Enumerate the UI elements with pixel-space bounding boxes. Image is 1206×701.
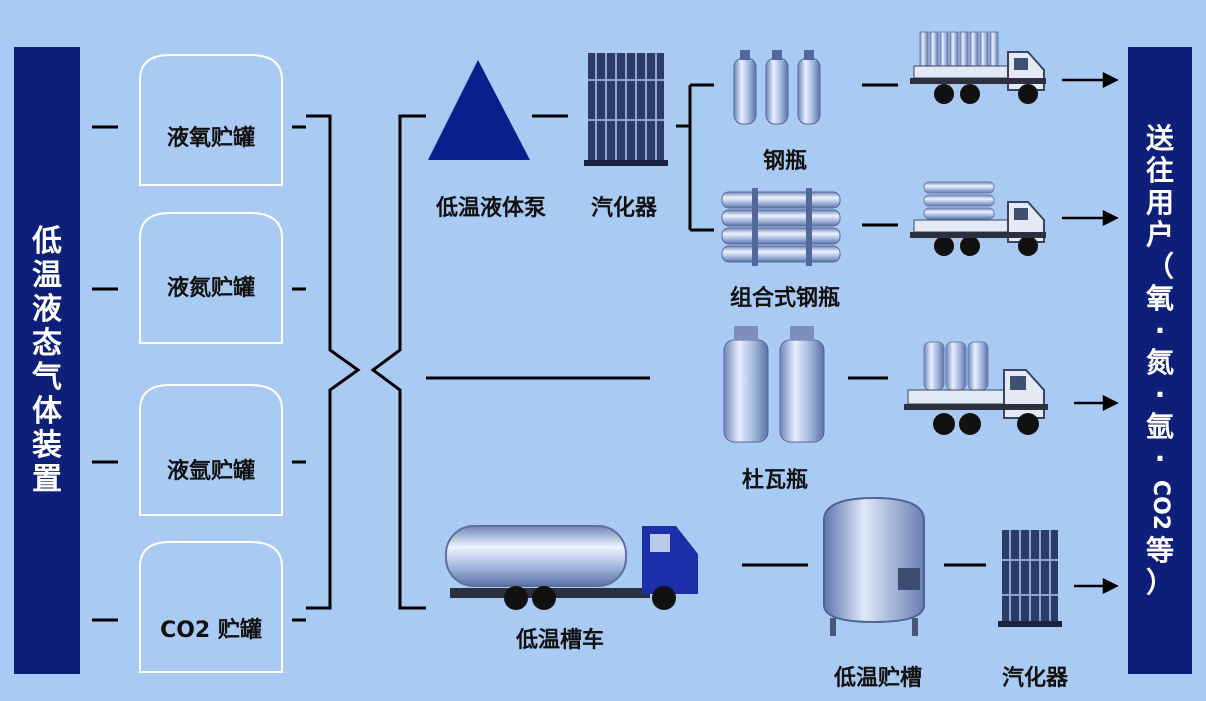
tank-shape-argon [139,384,283,516]
truck-icon-2 [910,181,1046,256]
tank-label-oxygen: 液氧贮罐 [166,126,255,151]
truck-icon-3 [904,341,1048,435]
vaporizer-top-label: 汽化器 [590,196,657,221]
tank-label-argon: 液氩贮罐 [166,459,255,484]
storage-tank-label: 低温贮槽 [833,666,922,691]
source-label-char: 体 [32,393,62,429]
source-label-char: 液 [32,291,62,327]
destination-label-char: 氮 [1145,345,1174,379]
vaporizer-top-icon [584,53,668,166]
storage-tank-shapes [139,54,283,673]
tank-label-co2: CO2 贮罐 [160,618,262,643]
cylinders-icon [733,50,821,125]
destination-label-char: 户 [1145,217,1174,251]
source-label-char: 态 [32,325,62,361]
source-label-char: 气 [32,359,62,395]
tank-shape-oxygen [139,54,283,186]
destination-label-char: 等 [1145,533,1174,567]
tanker-truck-label: 低温槽车 [515,628,604,653]
pump-icon [428,60,530,160]
source-label-char: 温 [32,257,62,293]
source-label-char: 低 [32,223,62,259]
destination-label-char: · [1154,313,1166,347]
tank-label-nitrogen: 液氮贮罐 [166,276,255,301]
destination-label-char: · [1154,377,1166,411]
destination-label-char: （ [1145,249,1174,283]
destination-label-char: 送 [1145,121,1174,155]
truck-icon-1 [910,31,1046,104]
destination-label-char: 氩 [1145,409,1174,443]
source-label-char: 置 [32,461,62,497]
dewar-icon [723,326,825,443]
destination-label-char: 用 [1145,185,1174,219]
pump-label: 低温液体泵 [435,196,546,221]
source-label-char: 装 [32,427,62,463]
cylinder-bank-icon [721,188,841,266]
tank-shape-co2 [139,541,283,673]
destination-label-char: ） [1145,565,1174,599]
low-temp-storage-tank-icon [823,496,925,636]
destination-label-char: 氧 [1145,281,1174,315]
source-label-bar: 低温液态气体装置 [14,47,80,674]
arrows-to-users [1062,71,1119,595]
destination-label-char: · [1154,441,1166,475]
tank-shape-nitrogen [139,212,283,344]
vaporizer-bottom-label: 汽化器 [1001,666,1068,691]
vaporizer-bottom-icon [998,530,1062,627]
tanker-truck-icon [445,525,698,610]
dewar-label: 杜瓦瓶 [741,468,808,493]
cylinders-label: 钢瓶 [762,149,807,174]
connector-lines [92,83,986,622]
cylinder-bank-label: 组合式钢瓶 [729,286,840,311]
destination-label-char: 往 [1145,153,1174,187]
